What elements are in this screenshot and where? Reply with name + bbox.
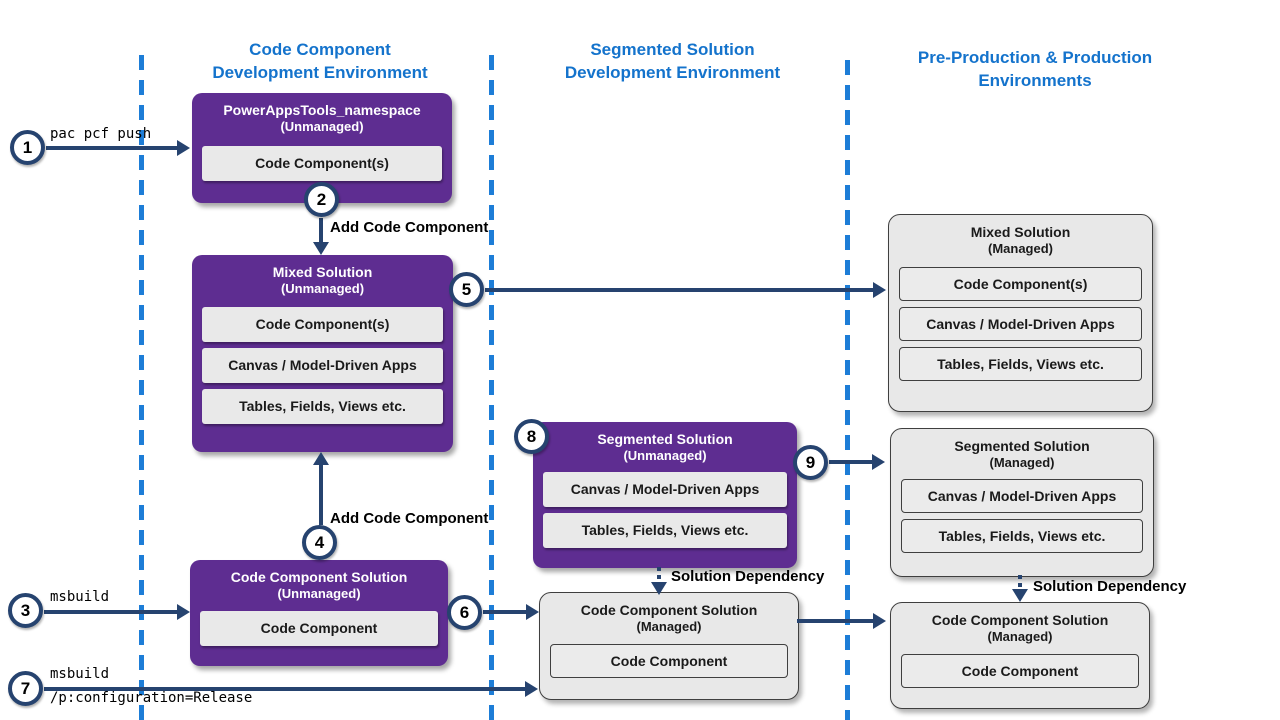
arrow-export-segmented-solution-line [829, 460, 873, 464]
arrow-solution-dependency-mid-arrowhead [651, 582, 667, 595]
box-item-tables-fields-views: Tables, Fields, Views etc. [899, 347, 1142, 381]
step-circle-4: 4 [302, 525, 337, 560]
column-divider-middle [489, 55, 494, 720]
box-segmented-solution-managed: Segmented Solution (Managed) Canvas / Mo… [890, 428, 1154, 577]
arrow-solution-dependency-right-arrowhead [1012, 589, 1028, 602]
box-title: Segmented Solution [597, 431, 733, 447]
arrow-msbuild-arrowhead [177, 604, 190, 620]
column-divider-left [139, 55, 144, 720]
box-subtitle: (Unmanaged) [280, 281, 365, 296]
arrow-pac-pcf-push-arrowhead [177, 140, 190, 156]
arrow-export-code-solution-arrowhead [526, 604, 539, 620]
arrow-add-code-component-up-arrowhead [313, 452, 329, 465]
box-title: Code Component Solution [230, 569, 408, 585]
box-subtitle: (Unmanaged) [277, 586, 361, 601]
box-code-component-solution-managed-right: Code Component Solution (Managed) Code C… [890, 602, 1150, 709]
header-line2: Development Environment [212, 63, 428, 82]
box-item-code-components: Code Component(s) [899, 267, 1142, 301]
header-code-component-dev-env: Code Component Development Environment [155, 38, 485, 84]
box-code-component-solution-unmanaged: Code Component Solution (Unmanaged) Code… [190, 560, 448, 666]
header-line2: Environments [978, 71, 1092, 90]
label-solution-dependency-right: Solution Dependency [1033, 578, 1187, 595]
arrow-export-segmented-solution-arrowhead [872, 454, 885, 470]
box-item-canvas-model-apps: Canvas / Model-Driven Apps [899, 307, 1142, 341]
box-title: Code Component Solution [931, 612, 1109, 628]
box-item-code-components: Code Component(s) [202, 146, 442, 181]
header-line1: Pre-Production & Production [917, 48, 1153, 67]
arrow-solution-dependency-mid-line [657, 567, 661, 583]
label-msbuild-release-line1: msbuild [50, 666, 110, 682]
arrow-add-code-component-down-line [319, 218, 323, 244]
box-item-tables-fields-views: Tables, Fields, Views etc. [543, 513, 787, 548]
box-subtitle: (Managed) [987, 629, 1053, 644]
header-line2: Development Environment [564, 63, 781, 82]
arrow-add-code-component-up-line [319, 464, 323, 525]
arrow-export-mixed-solution-arrowhead [873, 282, 886, 298]
box-subtitle: (Managed) [989, 455, 1055, 470]
box-segmented-solution-unmanaged: Segmented Solution (Unmanaged) Canvas / … [533, 422, 797, 568]
arrow-msbuild-line [44, 610, 178, 614]
step-circle-9: 9 [793, 445, 828, 480]
header-preprod-prod-env: Pre-Production & Production Environments [880, 46, 1190, 92]
step-circle-7: 7 [8, 671, 43, 706]
arrow-export-mixed-solution-line [485, 288, 874, 292]
box-item-canvas-model-apps: Canvas / Model-Driven Apps [202, 348, 443, 383]
box-item-code-components: Code Component(s) [202, 307, 443, 342]
arrow-pac-pcf-push-line [46, 146, 178, 150]
label-add-code-component-bottom: Add Code Component [330, 510, 489, 527]
header-line1: Code Component [249, 40, 391, 59]
box-mixed-solution-unmanaged: Mixed Solution (Unmanaged) Code Componen… [192, 255, 453, 452]
box-item-canvas-model-apps: Canvas / Model-Driven Apps [901, 479, 1143, 513]
box-subtitle: (Unmanaged) [623, 448, 707, 463]
box-item-code-component: Code Component [200, 611, 438, 646]
arrow-solution-dependency-right-line [1018, 575, 1022, 590]
box-item-code-component: Code Component [550, 644, 788, 678]
arrow-deploy-code-solution-line [797, 619, 874, 623]
step-circle-3: 3 [8, 593, 43, 628]
box-title: Code Component Solution [580, 602, 758, 618]
arrow-msbuild-release-line [44, 687, 526, 691]
box-subtitle: (Managed) [636, 619, 702, 634]
box-mixed-solution-managed: Mixed Solution (Managed) Code Component(… [888, 214, 1153, 412]
box-item-tables-fields-views: Tables, Fields, Views etc. [901, 519, 1143, 553]
box-title: Mixed Solution [970, 224, 1071, 240]
box-title: PowerAppsTools_namespace [223, 102, 421, 118]
box-code-component-solution-managed-mid: Code Component Solution (Managed) Code C… [539, 592, 799, 700]
step-circle-5: 5 [449, 272, 484, 307]
label-solution-dependency-mid: Solution Dependency [671, 568, 825, 585]
label-add-code-component-top: Add Code Component [330, 219, 489, 236]
label-msbuild: msbuild [50, 589, 110, 605]
box-subtitle: (Managed) [988, 241, 1053, 256]
step-circle-1: 1 [10, 130, 45, 165]
arrow-msbuild-release-arrowhead [525, 681, 538, 697]
header-line1: Segmented Solution [590, 40, 755, 59]
step-circle-8: 8 [514, 419, 549, 454]
header-segmented-solution-dev-env: Segmented Solution Development Environme… [505, 38, 840, 84]
box-item-canvas-model-apps: Canvas / Model-Driven Apps [543, 472, 787, 507]
box-item-tables-fields-views: Tables, Fields, Views etc. [202, 389, 443, 424]
arrow-add-code-component-down-arrowhead [313, 242, 329, 255]
column-divider-right [845, 60, 850, 720]
arrow-export-code-solution-line [483, 610, 528, 614]
step-circle-6: 6 [447, 595, 482, 630]
box-title: Segmented Solution [954, 438, 1090, 454]
arrow-deploy-code-solution-arrowhead [873, 613, 886, 629]
box-title: Mixed Solution [272, 264, 373, 280]
label-msbuild-release-line2: /p:configuration=Release [50, 690, 253, 706]
box-subtitle: (Unmanaged) [280, 119, 364, 134]
label-pac-pcf-push: pac pcf push [50, 126, 152, 142]
box-item-code-component: Code Component [901, 654, 1139, 688]
step-circle-2: 2 [304, 182, 339, 217]
